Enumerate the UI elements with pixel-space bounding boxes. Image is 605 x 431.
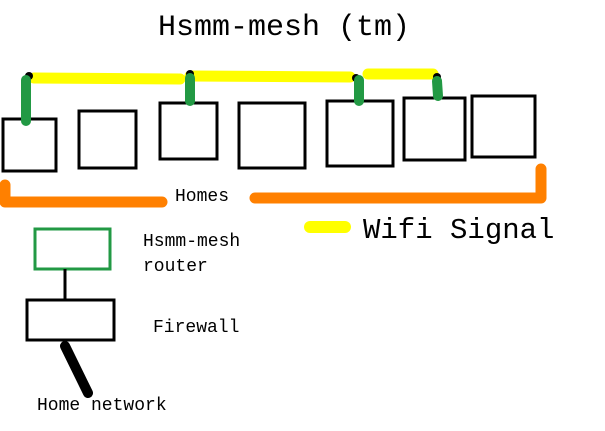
- home-network-label: Home network: [37, 396, 167, 416]
- wifi-link-3-5: [184, 70, 356, 83]
- home-4: [237, 101, 307, 170]
- homes: [1, 94, 537, 173]
- router-label-line2: router: [143, 257, 208, 277]
- homes-label: Homes: [175, 187, 229, 207]
- bracket-right: [249, 163, 547, 204]
- antennas: [21, 70, 443, 126]
- home-7: [470, 94, 537, 159]
- home-1: [1, 117, 58, 173]
- home-6: [402, 96, 467, 162]
- homes-bracket: [0, 163, 547, 208]
- bracket-left: [0, 179, 168, 208]
- firewall-label: Firewall: [153, 318, 239, 338]
- antenna-icon: [432, 76, 443, 101]
- wifi-link-1-3: [28, 72, 186, 85]
- home-5: [325, 99, 395, 168]
- home-3: [158, 101, 219, 161]
- wifi-signal-links: [28, 68, 439, 85]
- router-label-line1: Hsmm-mesh: [143, 232, 240, 252]
- home-2: [77, 109, 138, 170]
- diagram-title: Hsmm-mesh (tm): [158, 11, 410, 45]
- hsmm-mesh-router-box: [33, 227, 112, 271]
- home-network-link: [60, 341, 93, 398]
- legend-wifi-label: Wifi Signal: [363, 214, 554, 247]
- firewall-box: [25, 298, 116, 342]
